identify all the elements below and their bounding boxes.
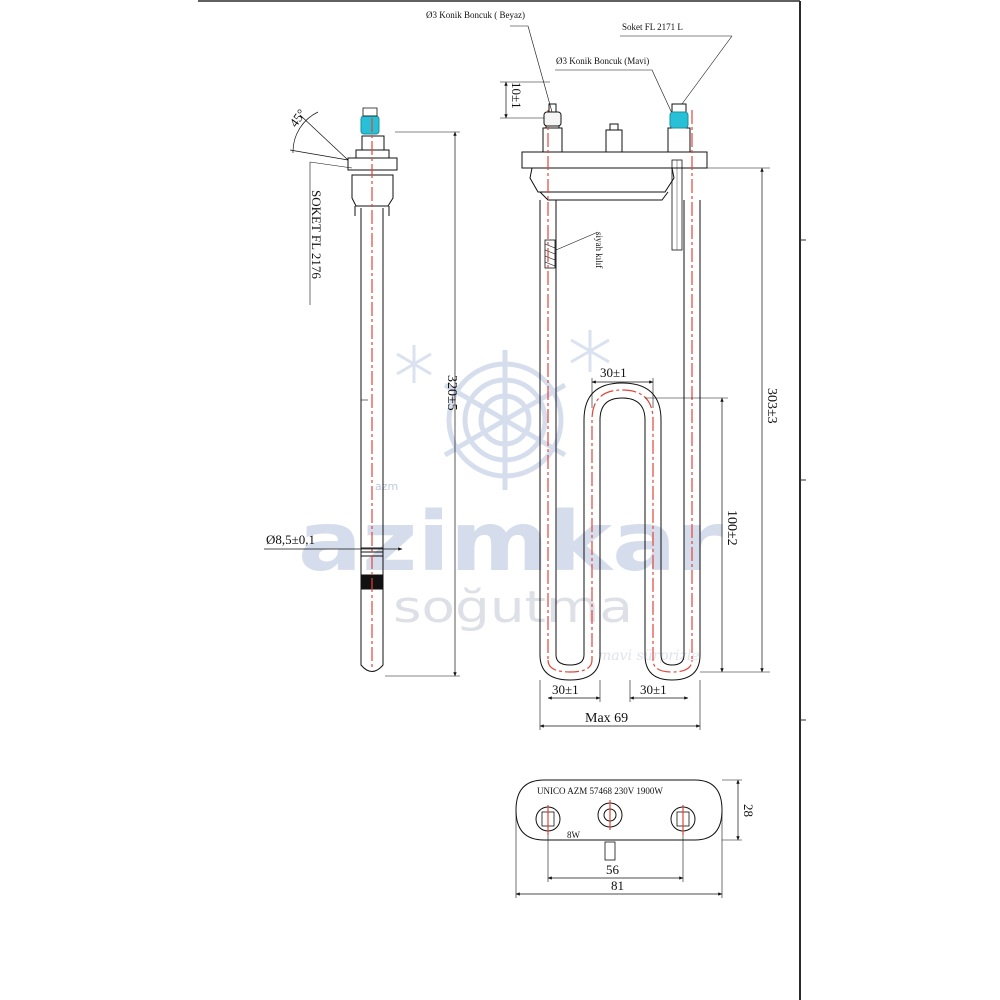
earth-label: 8W <box>567 830 581 840</box>
angle-label: 45° <box>286 106 309 130</box>
watermark-prefix: azm <box>375 480 398 493</box>
dim-diameter: Ø8,5±0,1 <box>266 532 315 547</box>
label-socket-l: Soket FL 2171 L <box>622 22 683 32</box>
watermark-sub: soğutma <box>393 582 633 633</box>
side-view <box>264 107 460 677</box>
snowflake-small-icon <box>396 345 432 383</box>
label-bead-white: Ø3 Konik Boncuk ( Beyaz) <box>426 10 525 20</box>
label-bead-blue: Ø3 Konik Boncuk (Mavi) <box>556 56 649 66</box>
dim-30-left: 30±1 <box>552 682 579 697</box>
white-bead <box>543 111 562 127</box>
dim-81: 81 <box>611 878 624 893</box>
dim-303: 303±3 <box>764 388 779 424</box>
front-view <box>500 25 770 730</box>
blue-bead <box>360 115 380 135</box>
watermark-tagline: mavi sürprizle <box>598 648 700 664</box>
socket-side-label: SOKET FL 2176 <box>309 190 324 279</box>
snowflake-small-icon <box>570 330 610 372</box>
nameplate-label: UNICO AZM 57468 230V 1900W <box>537 786 663 796</box>
loop-axis <box>547 389 693 673</box>
dim-320: 320±5 <box>444 375 459 411</box>
dim-56: 56 <box>606 862 620 877</box>
dim-28: 28 <box>741 804 756 817</box>
label-thermo: siyah kılıf <box>594 232 604 268</box>
watermark: azm azimkar soğutma mavi sürprizle <box>298 330 724 664</box>
dim-30-top: 30±1 <box>600 365 627 380</box>
dim-max: Max 69 <box>585 711 628 726</box>
blue-bead-right <box>669 111 689 129</box>
dim-30-right: 30±1 <box>640 682 667 697</box>
flange-top-view <box>515 779 742 898</box>
snowflake-icon <box>443 350 567 490</box>
dim-10: 10±1 <box>509 82 524 109</box>
dim-100: 100±2 <box>724 510 739 546</box>
